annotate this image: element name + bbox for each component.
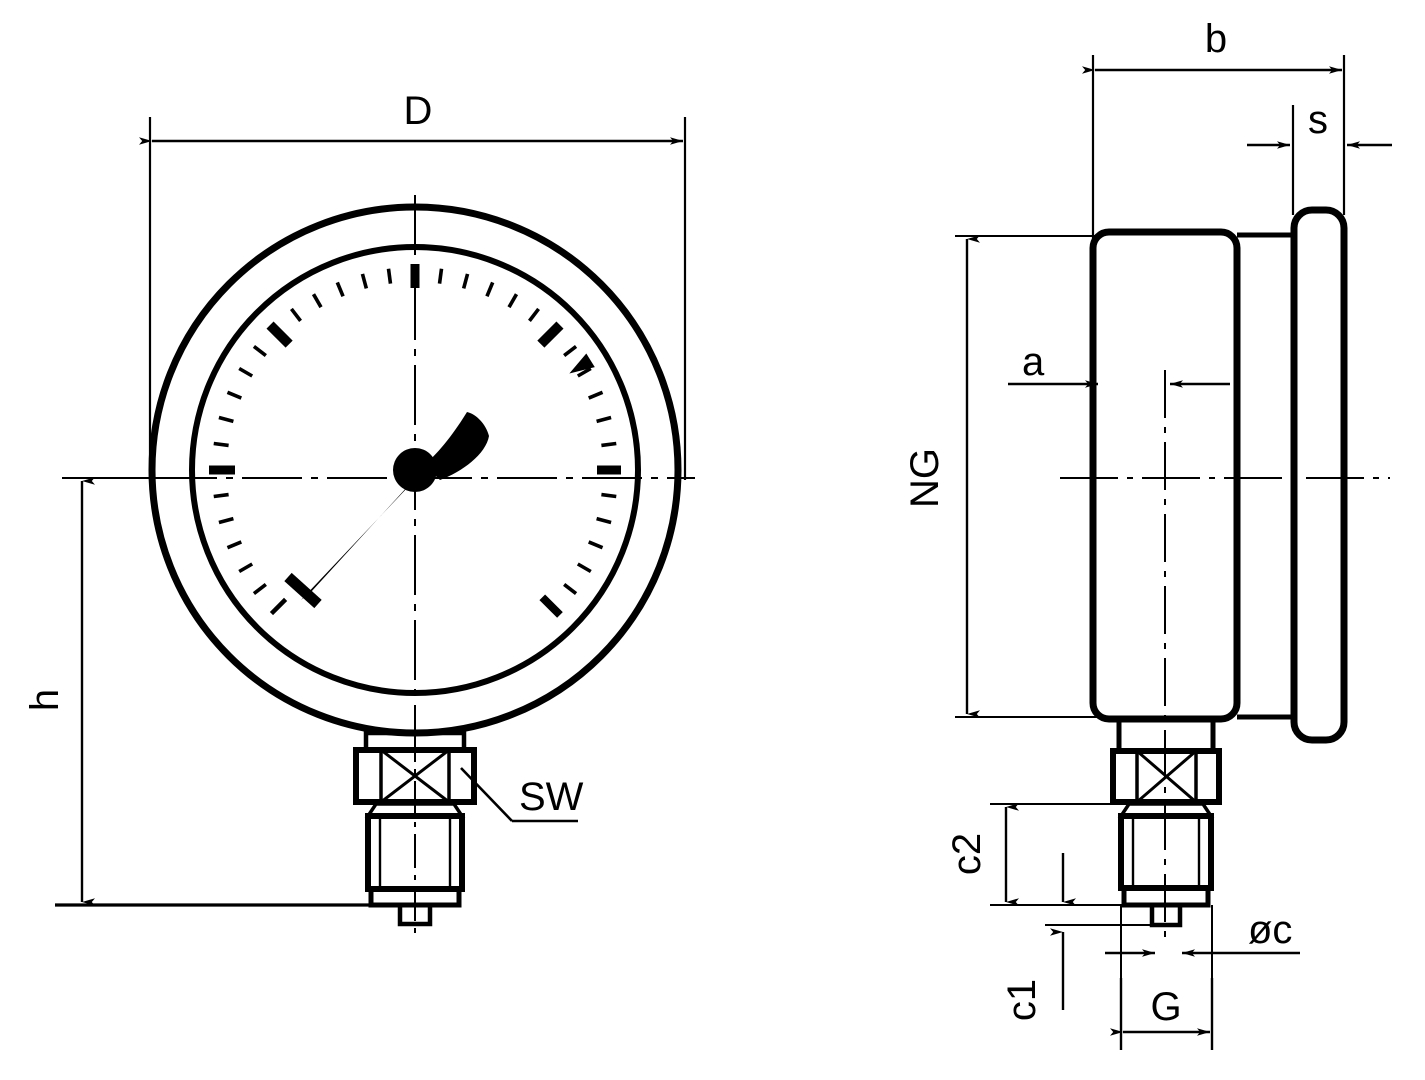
dimension-SW: SW [460,767,584,823]
dimension-bore-c: øc [1105,905,1300,985]
dimension-s: s [1247,98,1392,215]
dim-SW-label: SW [519,775,584,819]
front-hex-diag-2 [380,748,450,804]
front-process-connection [353,728,477,935]
gauge-pointer [284,412,489,609]
dim-NG-label: NG [903,448,947,508]
side-hex-nut [1110,748,1222,805]
dim-a-label: a [1022,340,1045,384]
dimension-c2: c2 [945,803,1160,906]
dim-oc-label: øc [1248,908,1292,952]
side-bezel-ring [1290,206,1348,744]
side-hex-diag-2 [1136,749,1197,804]
dimension-D: D [139,89,687,480]
dim-c2-label: c2 [945,833,989,875]
dimension-b: b [1082,17,1346,250]
dimension-h: h [23,477,430,907]
side-process-connection [1110,716,1222,928]
side-port-stub [1149,902,1183,928]
front-view: D [23,89,695,935]
dimension-c1: c1 [1000,853,1158,1021]
pointer-counterweight [424,412,489,480]
pointer-tip-cross [284,572,322,609]
dial-minor-ticks [209,264,621,618]
dim-h-label: h [23,689,67,711]
pointer-hub [393,448,437,492]
dim-SW-leader-slant [460,767,513,822]
dim-D-label: D [404,89,433,133]
dial-end-marker [569,353,595,374]
dim-G-label: G [1150,985,1181,1029]
dim-c1-label: c1 [1000,979,1044,1021]
side-view: b s NG a [903,17,1392,1050]
dim-b-label: b [1205,17,1227,61]
pointer-needle [301,474,419,600]
dimension-NG: NG [903,235,1100,718]
dimension-G: G [1110,978,1214,1050]
dimension-a: a [1008,340,1230,388]
dim-s-label: s [1308,98,1328,142]
